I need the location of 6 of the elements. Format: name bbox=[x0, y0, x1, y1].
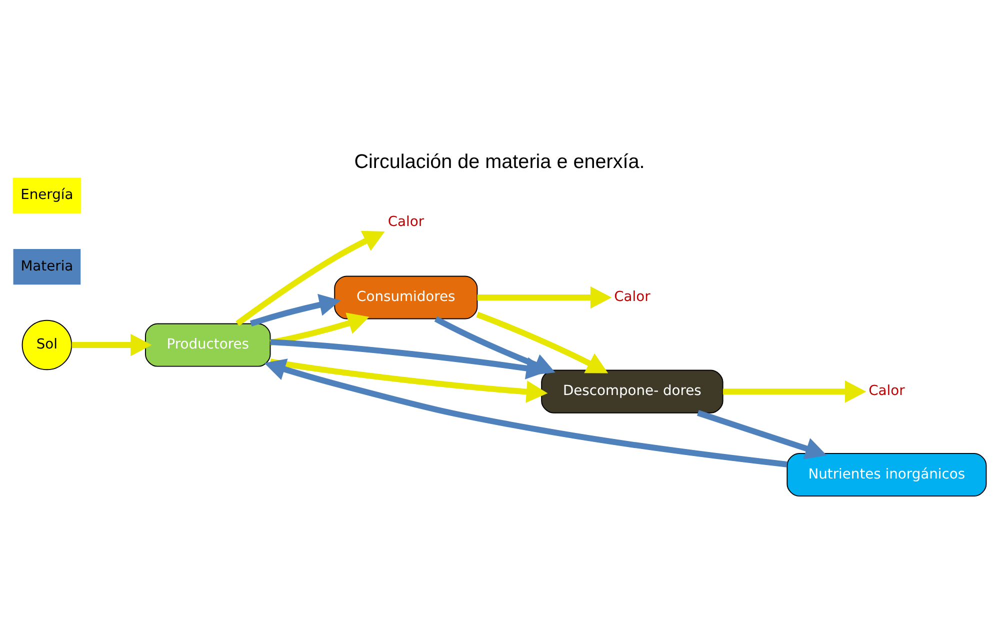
node-text: Calor bbox=[868, 382, 905, 399]
legend-label: Energía bbox=[20, 186, 74, 203]
node-text: Calor bbox=[388, 213, 424, 230]
legend-label: Materia bbox=[20, 258, 74, 274]
node-text: Calor bbox=[614, 288, 650, 305]
diagram-title: Circulación de materia e enerxía. bbox=[354, 150, 645, 172]
